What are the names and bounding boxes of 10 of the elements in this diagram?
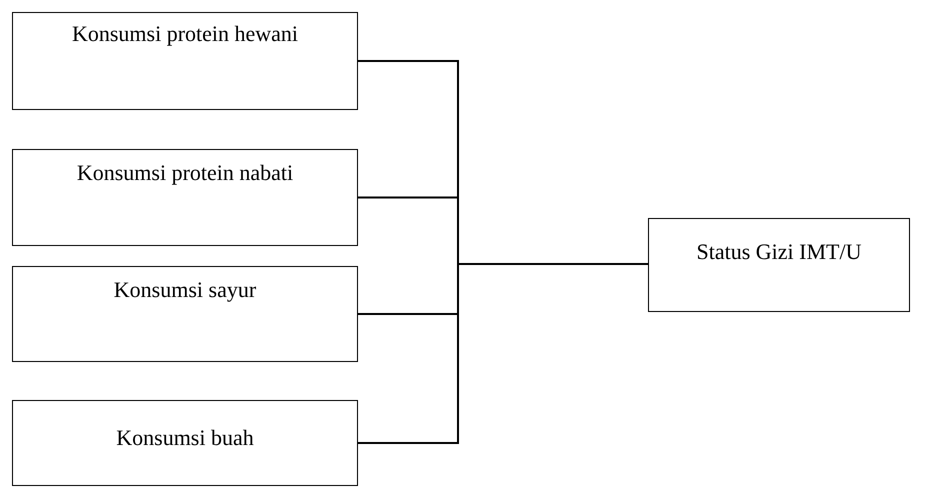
process-box [648, 218, 910, 312]
process-box [12, 266, 358, 362]
box-label: Status Gizi IMT/U [696, 238, 862, 266]
process-box [12, 12, 358, 110]
box-label: Konsumsi protein nabati [76, 159, 294, 187]
box-label: Konsumsi sayur [114, 276, 256, 304]
process-box [12, 400, 358, 486]
box-label: Konsumsi protein hewani [72, 20, 298, 48]
box-label: Konsumsi buah [116, 424, 254, 452]
process-box [12, 149, 358, 246]
